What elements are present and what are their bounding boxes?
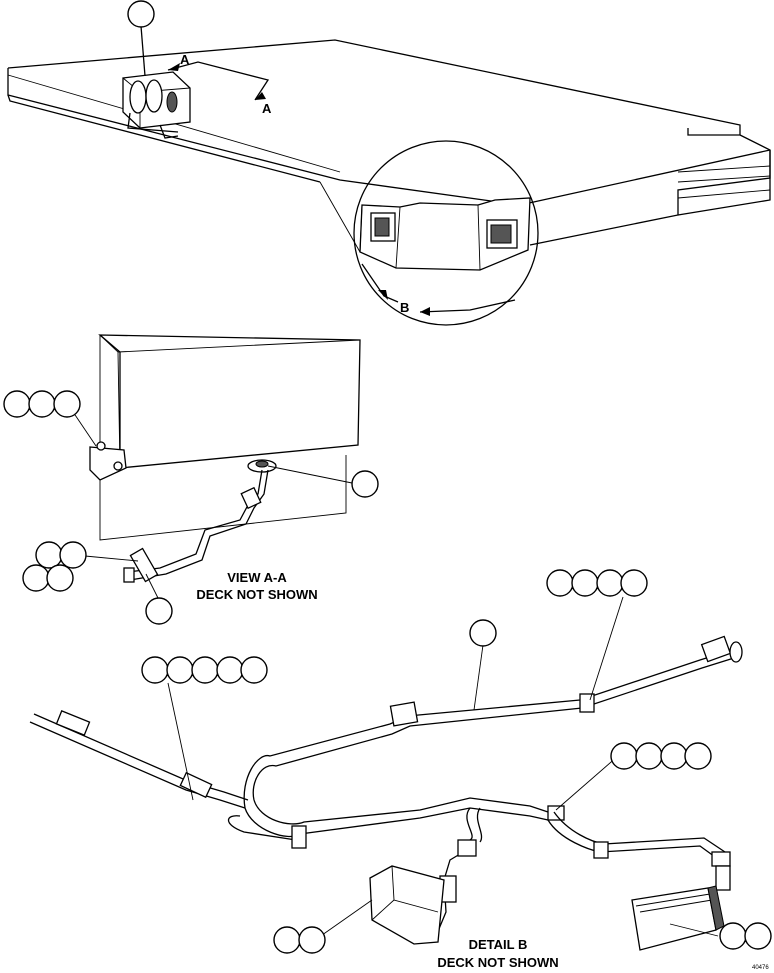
callout-bubble (719, 922, 747, 950)
callout-bubble (3, 390, 31, 418)
captions: VIEW A-A DECK NOT SHOWN DETAIL B DECK NO… (196, 570, 769, 971)
detail-b-drawing (29, 635, 743, 951)
light-housing-top (122, 25, 191, 139)
callout-bubble (620, 569, 648, 597)
callout-bubble (610, 742, 638, 770)
callout-bubble (469, 619, 497, 647)
section-arrow-a-lower: A (262, 101, 272, 116)
detail-circle-b: B (353, 140, 539, 326)
callout-bubble (351, 470, 379, 498)
callout-bubble (141, 656, 169, 684)
detail-b-title: DETAIL B (469, 937, 528, 952)
callout-bubble (127, 0, 155, 28)
callout-bubble (596, 569, 624, 597)
callout-bubble (216, 656, 244, 684)
callout-bubble (240, 656, 268, 684)
callout-leaders (64, 399, 719, 941)
callout-bubble (298, 926, 326, 954)
view-aa-note: DECK NOT SHOWN (196, 587, 317, 602)
callout-bubble (53, 390, 81, 418)
section-arrow-b: B (400, 300, 409, 315)
callout-bubble (635, 742, 663, 770)
callout-bubble (22, 564, 50, 592)
deck-platform (7, 39, 771, 253)
callout-bubble (744, 922, 772, 950)
callout-bubble (28, 390, 56, 418)
detail-b-note: DECK NOT SHOWN (437, 955, 558, 970)
callout-bubble (46, 564, 74, 592)
callout-bubble (273, 926, 301, 954)
callout-bubble (191, 656, 219, 684)
callout-bubble (546, 569, 574, 597)
callout-bubble (660, 742, 688, 770)
callout-bubbles (3, 0, 772, 954)
section-arrows-a: A A (167, 52, 272, 116)
section-arrow-a-upper: A (180, 52, 190, 67)
callout-bubble (145, 597, 173, 625)
view-aa-title: VIEW A-A (227, 570, 287, 585)
figure-id: 40476 (752, 965, 769, 971)
callout-bubble (571, 569, 599, 597)
callout-bubble (684, 742, 712, 770)
view-aa-drawing (89, 334, 361, 583)
callout-bubble (35, 541, 63, 569)
callout-bubble (166, 656, 194, 684)
callout-bubble (59, 541, 87, 569)
